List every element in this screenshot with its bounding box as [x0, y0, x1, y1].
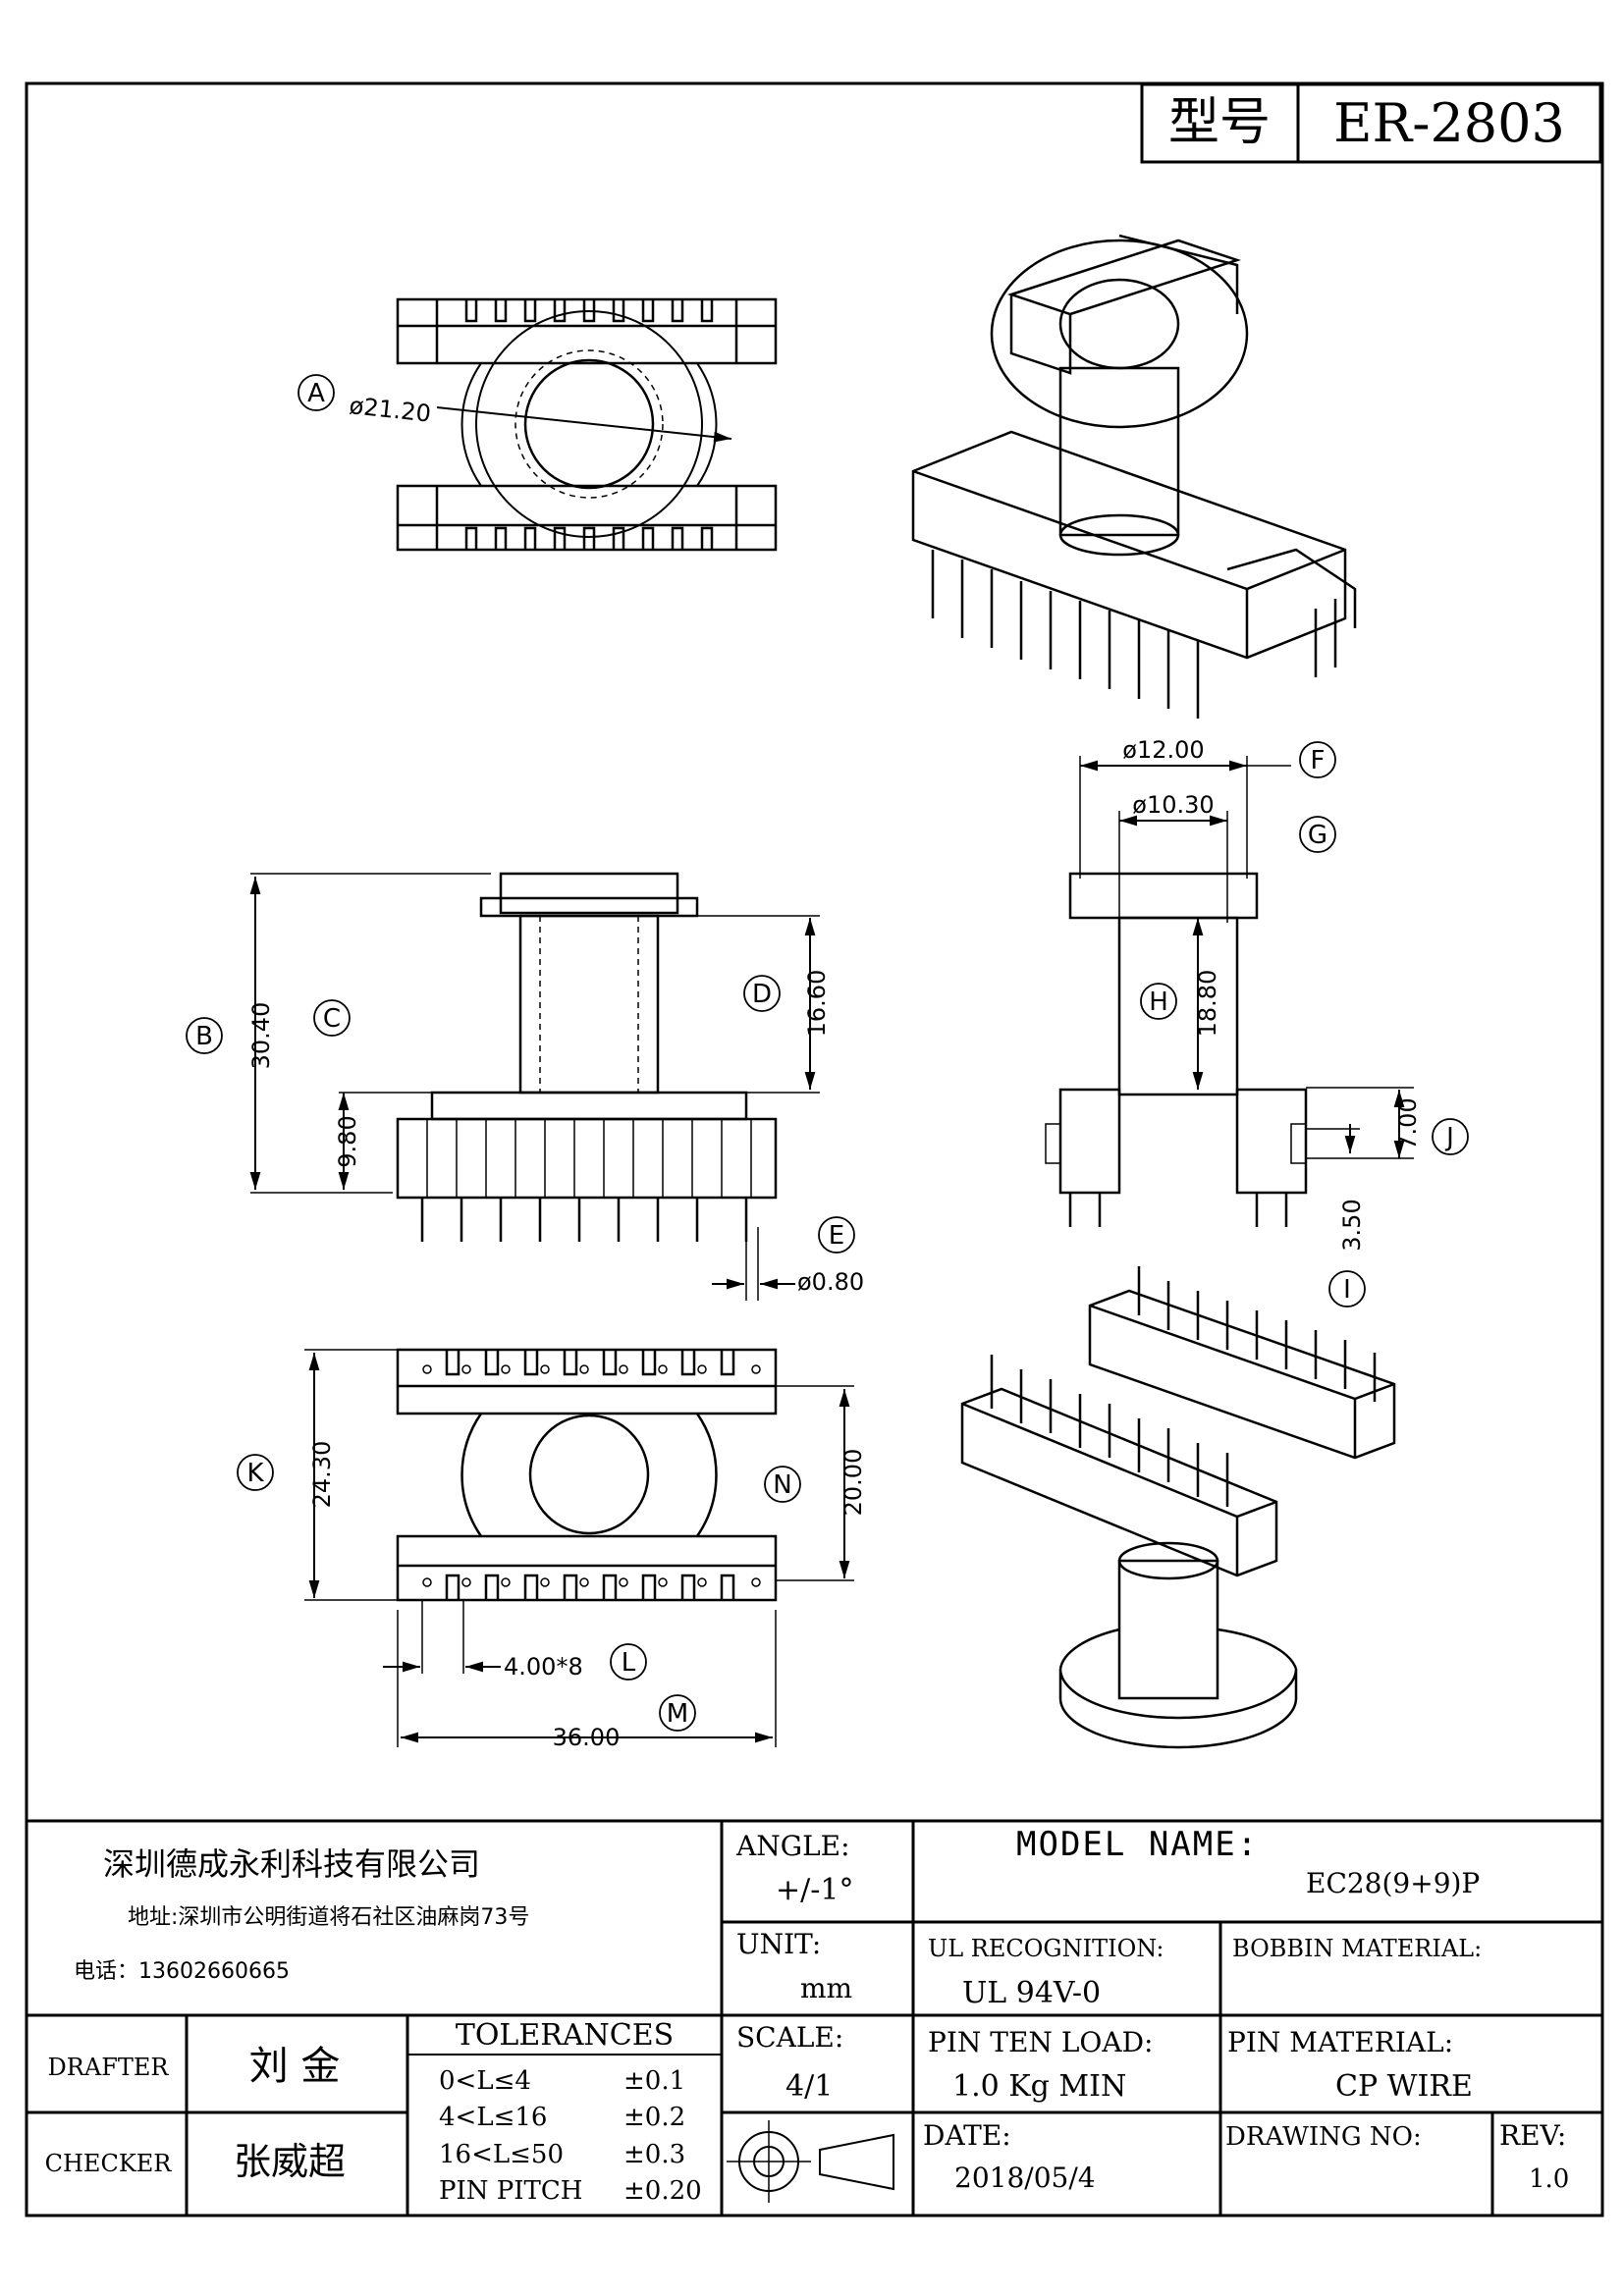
svg-text:M: M — [667, 1699, 688, 1729]
drafter-name: 刘 金 — [249, 2044, 341, 2089]
svg-text:B: B — [195, 1022, 213, 1051]
svg-text:F: F — [1311, 746, 1326, 775]
side-section-view — [1045, 872, 1308, 1227]
svg-text:16.60: 16.60 — [803, 970, 831, 1038]
tol-range-3: 16<L≤50 — [439, 2140, 564, 2169]
top-view — [396, 297, 778, 552]
company-address: 地址:深圳市公明街道将石社区油麻岗73号 — [128, 1905, 529, 1930]
svg-text:30.40: 30.40 — [247, 1002, 275, 1070]
svg-text:G: G — [1308, 821, 1327, 850]
tolerances: TOLERANCES 0<L≤4 ±0.1 4<L≤16 ±0.2 16<L≤5… — [439, 2018, 702, 2206]
checker-name: 张威超 — [234, 2140, 346, 2183]
rev-label: REV: — [1499, 2119, 1566, 2152]
callout-i: I 3.50 — [1328, 1199, 1366, 1308]
svg-text:J: J — [1444, 1123, 1454, 1152]
specs: ANGLE: +/-1° UNIT: mm SCALE: 4/1 MODEL N… — [735, 1825, 1569, 2194]
svg-text:3.50: 3.50 — [1338, 1199, 1366, 1251]
angle-value: +/-1° — [776, 1873, 853, 1907]
callout-a: A ø21.20 — [298, 374, 432, 428]
svg-text:20.00: 20.00 — [839, 1449, 867, 1517]
svg-text:D: D — [752, 980, 772, 1009]
bottom-view — [396, 1348, 778, 1602]
model-box: 型号 ER-2803 — [1140, 82, 1602, 164]
bottom-view-pin-holes — [422, 1364, 761, 1587]
company-phone: 电话：13602660665 — [74, 1959, 290, 1984]
svg-text:ø10.30: ø10.30 — [1132, 791, 1214, 819]
svg-text:K: K — [246, 1459, 264, 1488]
date-value: 2018/05/4 — [954, 2162, 1096, 2194]
tol-range-2: 4<L≤16 — [439, 2103, 547, 2132]
iso-view-bottom — [960, 1266, 1396, 1749]
pin-ten-label: PIN TEN LOAD: — [928, 2026, 1153, 2058]
svg-text:N: N — [773, 1470, 791, 1500]
svg-text:L: L — [622, 1648, 636, 1678]
angle-label: ANGLE: — [735, 1830, 850, 1862]
model-label: 型号 — [1168, 93, 1271, 152]
unit-label: UNIT: — [736, 1928, 821, 1960]
callout-j: J 7.00 — [1394, 1097, 1469, 1155]
rev-value: 1.0 — [1529, 2164, 1569, 2194]
scale-label: SCALE: — [736, 2021, 843, 2054]
tol-value-4: ±0.20 — [623, 2176, 702, 2206]
date-label: DATE: — [923, 2119, 1011, 2152]
projection-symbol — [727, 2120, 894, 2203]
svg-text:ø12.00: ø12.00 — [1122, 736, 1204, 764]
callout-h: H 18.80 — [1140, 970, 1221, 1038]
pin-ten-value: 1.0 Kg MIN — [952, 2069, 1126, 2104]
model-name-label: MODEL NAME: — [1016, 1825, 1259, 1864]
outer-frame — [25, 81, 1604, 2217]
tol-range-4: PIN PITCH — [439, 2176, 582, 2206]
pin-material-value: CP WIRE — [1335, 2069, 1473, 2104]
ul-label: UL RECOGNITION: — [928, 1935, 1164, 1962]
svg-text:36.00: 36.00 — [553, 1724, 621, 1751]
tol-range-1: 0<L≤4 — [439, 2066, 531, 2096]
drawing-no-label: DRAWING NO: — [1225, 2122, 1422, 2152]
callout-l: L 4.00*8 — [504, 1643, 647, 1681]
unit-value: mm — [800, 1972, 852, 2004]
svg-text:7.00: 7.00 — [1394, 1097, 1422, 1149]
company-info: 深圳德成永利科技有限公司 地址:深圳市公明街道将石社区油麻岗73号 电话：136… — [74, 1845, 529, 1984]
svg-text:E: E — [829, 1221, 844, 1251]
callout-g: G ø10.30 — [1132, 791, 1336, 853]
svg-text:24.30: 24.30 — [308, 1441, 336, 1509]
ul-value: UL 94V-0 — [962, 1976, 1101, 2010]
tol-value-3: ±0.3 — [623, 2140, 685, 2169]
title-block — [27, 1819, 1602, 2216]
drafter-label: DRAFTER — [48, 2054, 170, 2081]
svg-text:ø0.80: ø0.80 — [797, 1268, 864, 1296]
callout-e: E ø0.80 — [797, 1216, 864, 1296]
tol-value-1: ±0.1 — [623, 2066, 685, 2096]
bobbin-label: BOBBIN MATERIAL: — [1232, 1935, 1482, 1962]
callout-d: D 16.60 — [743, 970, 831, 1038]
checker-label: CHECKER — [45, 2150, 173, 2177]
svg-text:A: A — [307, 379, 325, 408]
front-view — [396, 872, 778, 1242]
svg-text:C: C — [323, 1004, 341, 1034]
callout-m: M 36.00 — [553, 1694, 696, 1751]
iso-view-top — [911, 234, 1357, 719]
svg-text:H: H — [1149, 988, 1168, 1017]
tol-value-2: ±0.2 — [623, 2103, 685, 2132]
svg-text:9.80: 9.80 — [334, 1115, 361, 1167]
dimension-callouts: A ø21.20 B 30.40 C 9.80 D 16.60 E ø0.80 … — [186, 374, 1469, 1751]
callout-c: C 9.80 — [313, 999, 361, 1168]
callout-f: F ø12.00 — [1122, 736, 1336, 778]
pin-material-label: PIN MATERIAL: — [1227, 2026, 1453, 2058]
callout-k: K 24.30 — [237, 1441, 336, 1509]
model-value: ER-2803 — [1333, 92, 1565, 154]
svg-text:ø21.20: ø21.20 — [348, 392, 432, 428]
scale-value: 4/1 — [785, 2069, 833, 2104]
callout-b: B 30.40 — [186, 1002, 275, 1070]
callout-n: N 20.00 — [764, 1449, 867, 1517]
company-name: 深圳德成永利科技有限公司 — [103, 1845, 480, 1883]
svg-text:4.00*8: 4.00*8 — [504, 1653, 583, 1681]
model-name-value: EC28(9+9)P — [1306, 1867, 1480, 1899]
svg-text:18.80: 18.80 — [1194, 970, 1221, 1038]
tolerances-title: TOLERANCES — [456, 2018, 674, 2053]
svg-text:I: I — [1343, 1275, 1351, 1305]
people: DRAFTER 刘 金 CHECKER 张威超 — [45, 2044, 346, 2183]
